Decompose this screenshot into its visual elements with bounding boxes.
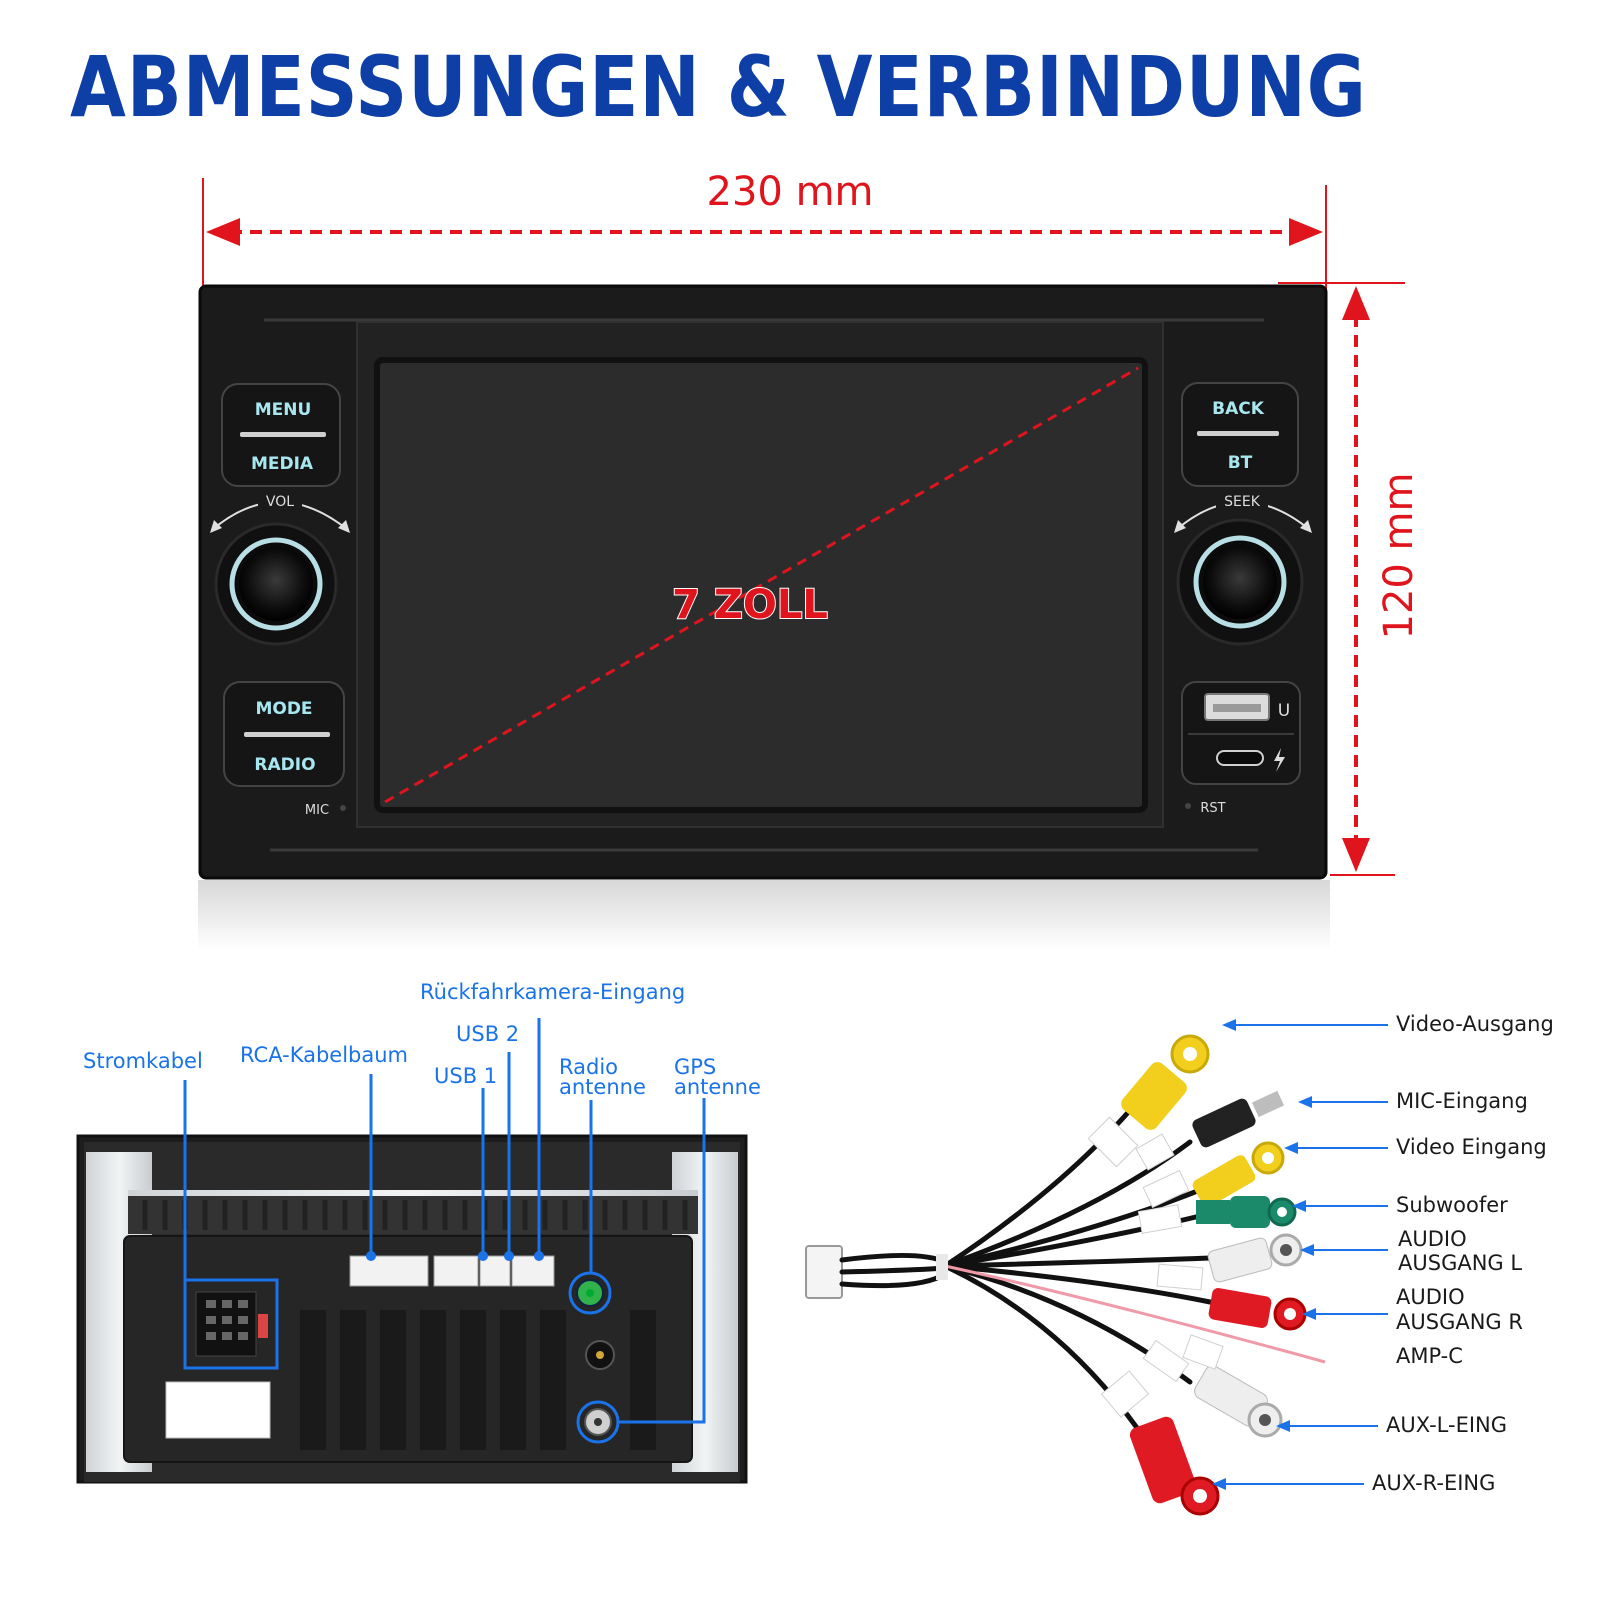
cable-callout-lines	[1222, 1024, 1388, 1485]
head-unit-front: 7 ZOLL	[198, 284, 1328, 880]
seek-label: SEEK	[1224, 494, 1261, 510]
width-dimension: 230 mm	[202, 169, 1327, 290]
aux-r-in-label: AUX-R-EING	[1372, 1471, 1495, 1495]
plug-mic-in	[1192, 1090, 1285, 1148]
left-button-group-bottom: MODE RADIO	[223, 681, 345, 787]
amp-control-label: AMP-C	[1396, 1344, 1463, 1368]
page-title: ABMESSUNGEN & VERBINDUNG	[70, 38, 1367, 136]
menu-button[interactable]: MENU	[255, 400, 312, 420]
right-button-group: BACK BT	[1181, 382, 1299, 487]
plug-aux-l	[1194, 1365, 1283, 1438]
audio-out-l-label-line1: AUDIO	[1398, 1227, 1467, 1251]
height-label: 120 mm	[1376, 473, 1422, 640]
camera-connector[interactable]	[511, 1255, 555, 1287]
rca-harness-label: RCA-Kabelbaum	[240, 1043, 408, 1067]
plug-audio-out-r	[1208, 1287, 1307, 1331]
back-button[interactable]: BACK	[1212, 399, 1265, 419]
back-button-label: BACK	[1212, 399, 1265, 419]
vol-label: VOL	[266, 494, 294, 510]
mode-button-label: MODE	[255, 699, 312, 719]
usb-label: U	[1278, 701, 1290, 721]
plug-subwoofer	[1196, 1196, 1297, 1228]
usb1-label: USB 1	[434, 1064, 497, 1088]
bt-button[interactable]: BT	[1228, 453, 1253, 473]
audio-out-l-label-line2: AUSGANG L	[1398, 1251, 1522, 1275]
gps-antenna-connector[interactable]	[576, 1400, 620, 1444]
video-out-label: Video-Ausgang	[1396, 1012, 1554, 1036]
aux-l-in-label: AUX-L-EING	[1386, 1413, 1507, 1437]
plug-video-in	[1192, 1141, 1285, 1207]
camera-input-label: Rückfahrkamera-Eingang	[420, 980, 685, 1004]
usb2-connector[interactable]	[479, 1255, 511, 1287]
screen-size-label: 7 ZOLL	[672, 582, 828, 628]
rst-label: RST	[1200, 801, 1225, 816]
panel-reflection	[198, 880, 1330, 950]
plug-aux-r	[1129, 1416, 1220, 1516]
rca-cable-harness	[805, 1034, 1326, 1516]
mic-indicator: MIC	[305, 803, 346, 818]
width-label: 230 mm	[707, 169, 874, 215]
usb-c-port[interactable]	[1216, 750, 1264, 766]
radio-button[interactable]: RADIO	[254, 755, 315, 775]
usb2-label: USB 2	[456, 1022, 519, 1046]
left-button-group-top: MENU MEDIA	[221, 383, 341, 487]
front-usb-ports: U	[1181, 681, 1301, 785]
radio-antenna-connector[interactable]	[568, 1271, 612, 1315]
volume-knob[interactable]: VOL	[210, 490, 350, 646]
rca-connector[interactable]	[349, 1255, 429, 1287]
screen-diagonal	[384, 366, 1139, 804]
radio-antenna-label-line1: Radio	[559, 1055, 618, 1079]
audio-out-r-label-line1: AUDIO	[1396, 1285, 1465, 1309]
bt-button-label: BT	[1228, 453, 1253, 473]
plug-audio-out-l	[1207, 1233, 1303, 1283]
mode-button[interactable]: MODE	[255, 699, 312, 719]
mic-in-label: MIC-Eingang	[1396, 1089, 1528, 1113]
rear-callout-lines	[183, 1018, 706, 1424]
mic-label: MIC	[305, 803, 329, 818]
menu-button-label: MENU	[255, 400, 312, 420]
power-cable-label: Stromkabel	[83, 1049, 203, 1073]
harness-plug	[805, 1245, 843, 1299]
round-port	[585, 1340, 615, 1370]
media-button[interactable]: MEDIA	[251, 454, 314, 474]
usb1-connector[interactable]	[433, 1255, 479, 1287]
subwoofer-label: Subwoofer	[1396, 1193, 1508, 1217]
gps-antenna-label-line2: antenne	[674, 1075, 761, 1099]
media-button-label: MEDIA	[251, 454, 314, 474]
height-dimension: 120 mm	[1278, 282, 1422, 876]
head-unit-rear	[76, 1134, 748, 1484]
seek-knob[interactable]: SEEK	[1174, 490, 1312, 646]
video-in-label: Video Eingang	[1396, 1135, 1547, 1159]
audio-out-r-label-line2: AUSGANG R	[1396, 1310, 1523, 1334]
charge-icon	[1274, 748, 1285, 772]
gps-antenna-label-line1: GPS	[674, 1055, 716, 1079]
plug-video-out	[1121, 1034, 1210, 1130]
radio-antenna-label-line2: antenne	[559, 1075, 646, 1099]
radio-button-label: RADIO	[254, 755, 315, 775]
power-connector-highlight	[183, 1278, 279, 1370]
reset-button[interactable]: RST	[1185, 801, 1226, 816]
